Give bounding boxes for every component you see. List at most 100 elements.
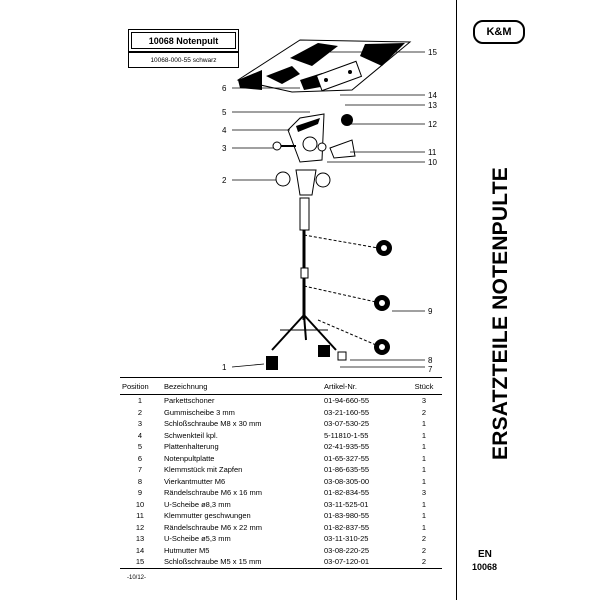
table-row: 11 Klemmutter geschwungen 01-83-980-55 1	[120, 510, 442, 522]
cell-name: Hutmutter M5	[164, 545, 210, 555]
callout-5: 5	[222, 108, 227, 117]
cell-qty: 1	[421, 419, 427, 429]
cell-name: Plattenhalterung	[164, 442, 219, 452]
callout-10: 10	[428, 158, 437, 167]
cell-article: 03-11-310-25	[324, 534, 369, 544]
cell-name: Schwenkteil kpl.	[164, 430, 218, 440]
document-number: 10068	[472, 562, 498, 572]
table-row: 9 Rändelschraube M6 x 16 mm 01-82-834-55 3	[120, 487, 442, 499]
callout-1: 1	[222, 363, 227, 372]
cell-qty: 1	[421, 442, 427, 452]
table-row: 2 Gummischeibe 3 mm 03-21-160-55 2	[120, 407, 442, 419]
product-variant: 10068-000-55 schwarz	[128, 52, 239, 68]
cell-article: 02-41-935-55	[324, 442, 370, 452]
cell-position: 1	[137, 396, 143, 406]
cell-article: 03-07-120-01	[324, 557, 370, 567]
cell-article: 03-11-525-01	[324, 499, 369, 509]
language-code: EN	[478, 549, 492, 560]
cell-qty: 2	[421, 545, 427, 555]
cell-position: 9	[137, 488, 143, 498]
cell-name: Rändelschraube M6 x 22 mm	[164, 522, 262, 532]
table-row: 3 Schloßschraube M8 x 30 mm 03-07-530-25 1	[120, 418, 442, 430]
cell-name: Vierkantmutter M6	[164, 476, 226, 486]
cell-name: U-Scheibe ø5,3 mm	[164, 534, 231, 544]
cell-position: 2	[137, 407, 143, 417]
cell-article: 01-82-834-55	[324, 488, 370, 498]
callout-15: 15	[428, 48, 437, 57]
callout-6: 6	[222, 84, 227, 93]
table-row: 8 Vierkantmutter M6 03-08-305-00 1	[120, 476, 442, 488]
cell-article: 01-83-980-55	[324, 511, 370, 521]
header-article: Artikel-Nr.	[324, 381, 357, 391]
table-row: 13 U-Scheibe ø5,3 mm 03-11-310-25 2	[120, 533, 442, 545]
cell-name: Schloßschraube M8 x 30 mm	[164, 419, 262, 429]
cell-article: 03-21-160-55	[324, 407, 370, 417]
callout-14: 14	[428, 91, 437, 100]
callout-2: 2	[222, 176, 227, 185]
cell-position: 8	[137, 476, 143, 486]
table-row: 15 Schloßschraube M5 x 15 mm 03-07-120-01 2	[120, 556, 442, 568]
table-header: Position Bezeichnung Artikel-Nr. Stück	[120, 378, 442, 395]
cell-position: 11	[136, 511, 144, 521]
cell-qty: 1	[421, 430, 427, 440]
cell-article: 01-65-327-55	[324, 453, 370, 463]
cell-name: Klemmstück mit Zapfen	[164, 465, 243, 475]
cell-qty: 1	[421, 476, 427, 486]
callout-3: 3	[222, 144, 227, 153]
header-position: Position	[122, 381, 149, 391]
cell-article: 01-94-660-55	[324, 396, 370, 406]
cell-name: Schloßschraube M5 x 15 mm	[164, 557, 262, 567]
cell-qty: 1	[421, 522, 427, 532]
km-logo: K&M	[473, 20, 525, 44]
cell-qty: 1	[421, 511, 427, 521]
cell-name: Notenpultplatte	[164, 453, 215, 463]
table-row: 12 Rändelschraube M6 x 22 mm 01-82-837-55 1	[120, 522, 442, 534]
cell-article: 01-82-837-55	[324, 522, 370, 532]
header-name: Bezeichnung	[164, 381, 208, 391]
cell-position: 3	[137, 419, 143, 429]
cell-qty: 3	[421, 396, 427, 406]
callout-11: 11	[428, 148, 437, 157]
title-frame	[128, 29, 239, 52]
header-qty: Stück	[414, 381, 434, 391]
cell-article: 03-07-530-25	[324, 419, 370, 429]
cell-qty: 1	[421, 499, 427, 509]
callout-8: 8	[428, 356, 433, 365]
callout-13: 13	[428, 101, 437, 110]
callout-7: 7	[428, 365, 433, 374]
cell-position: 14	[135, 545, 145, 555]
cell-name: U-Scheibe ø8,3 mm	[164, 499, 231, 509]
side-title: ERSATZTEILE NOTENPULTE	[489, 167, 512, 460]
footer-code: -10/12-	[127, 575, 147, 581]
table-row: 10 U-Scheibe ø8,3 mm 03-11-525-01 1	[120, 499, 442, 511]
callout-12: 12	[428, 120, 437, 129]
cell-name: Gummischeibe 3 mm	[164, 407, 235, 417]
desk-plate	[236, 39, 412, 93]
cell-name: Rändelschraube M6 x 16 mm	[164, 488, 262, 498]
exploded-diagram: 15 6 14 5 13 12 4 3 11 10 2 9 8 7 1	[222, 39, 437, 374]
callout-9: 9	[428, 307, 433, 316]
cell-name: Parkettschoner	[164, 396, 215, 406]
cell-qty: 2	[421, 534, 427, 544]
right-divider	[456, 0, 457, 600]
callout-4: 4	[222, 126, 227, 135]
cell-position: 15	[135, 557, 145, 567]
cell-qty: 1	[421, 465, 427, 475]
cell-article: 03-08-305-00	[324, 476, 370, 486]
cell-position: 5	[137, 442, 143, 452]
table-row: 5 Plattenhalterung 02-41-935-55 1	[120, 441, 442, 453]
cell-name: Klemmutter geschwungen	[164, 511, 251, 521]
cell-position: 12	[135, 522, 145, 532]
cell-qty: 2	[421, 407, 427, 417]
cell-qty: 3	[421, 488, 427, 498]
cell-position: 10	[135, 499, 145, 509]
cell-qty: 1	[421, 453, 427, 463]
cell-qty: 2	[421, 557, 427, 567]
cell-position: 13	[135, 534, 145, 544]
cell-position: 4	[137, 430, 143, 440]
